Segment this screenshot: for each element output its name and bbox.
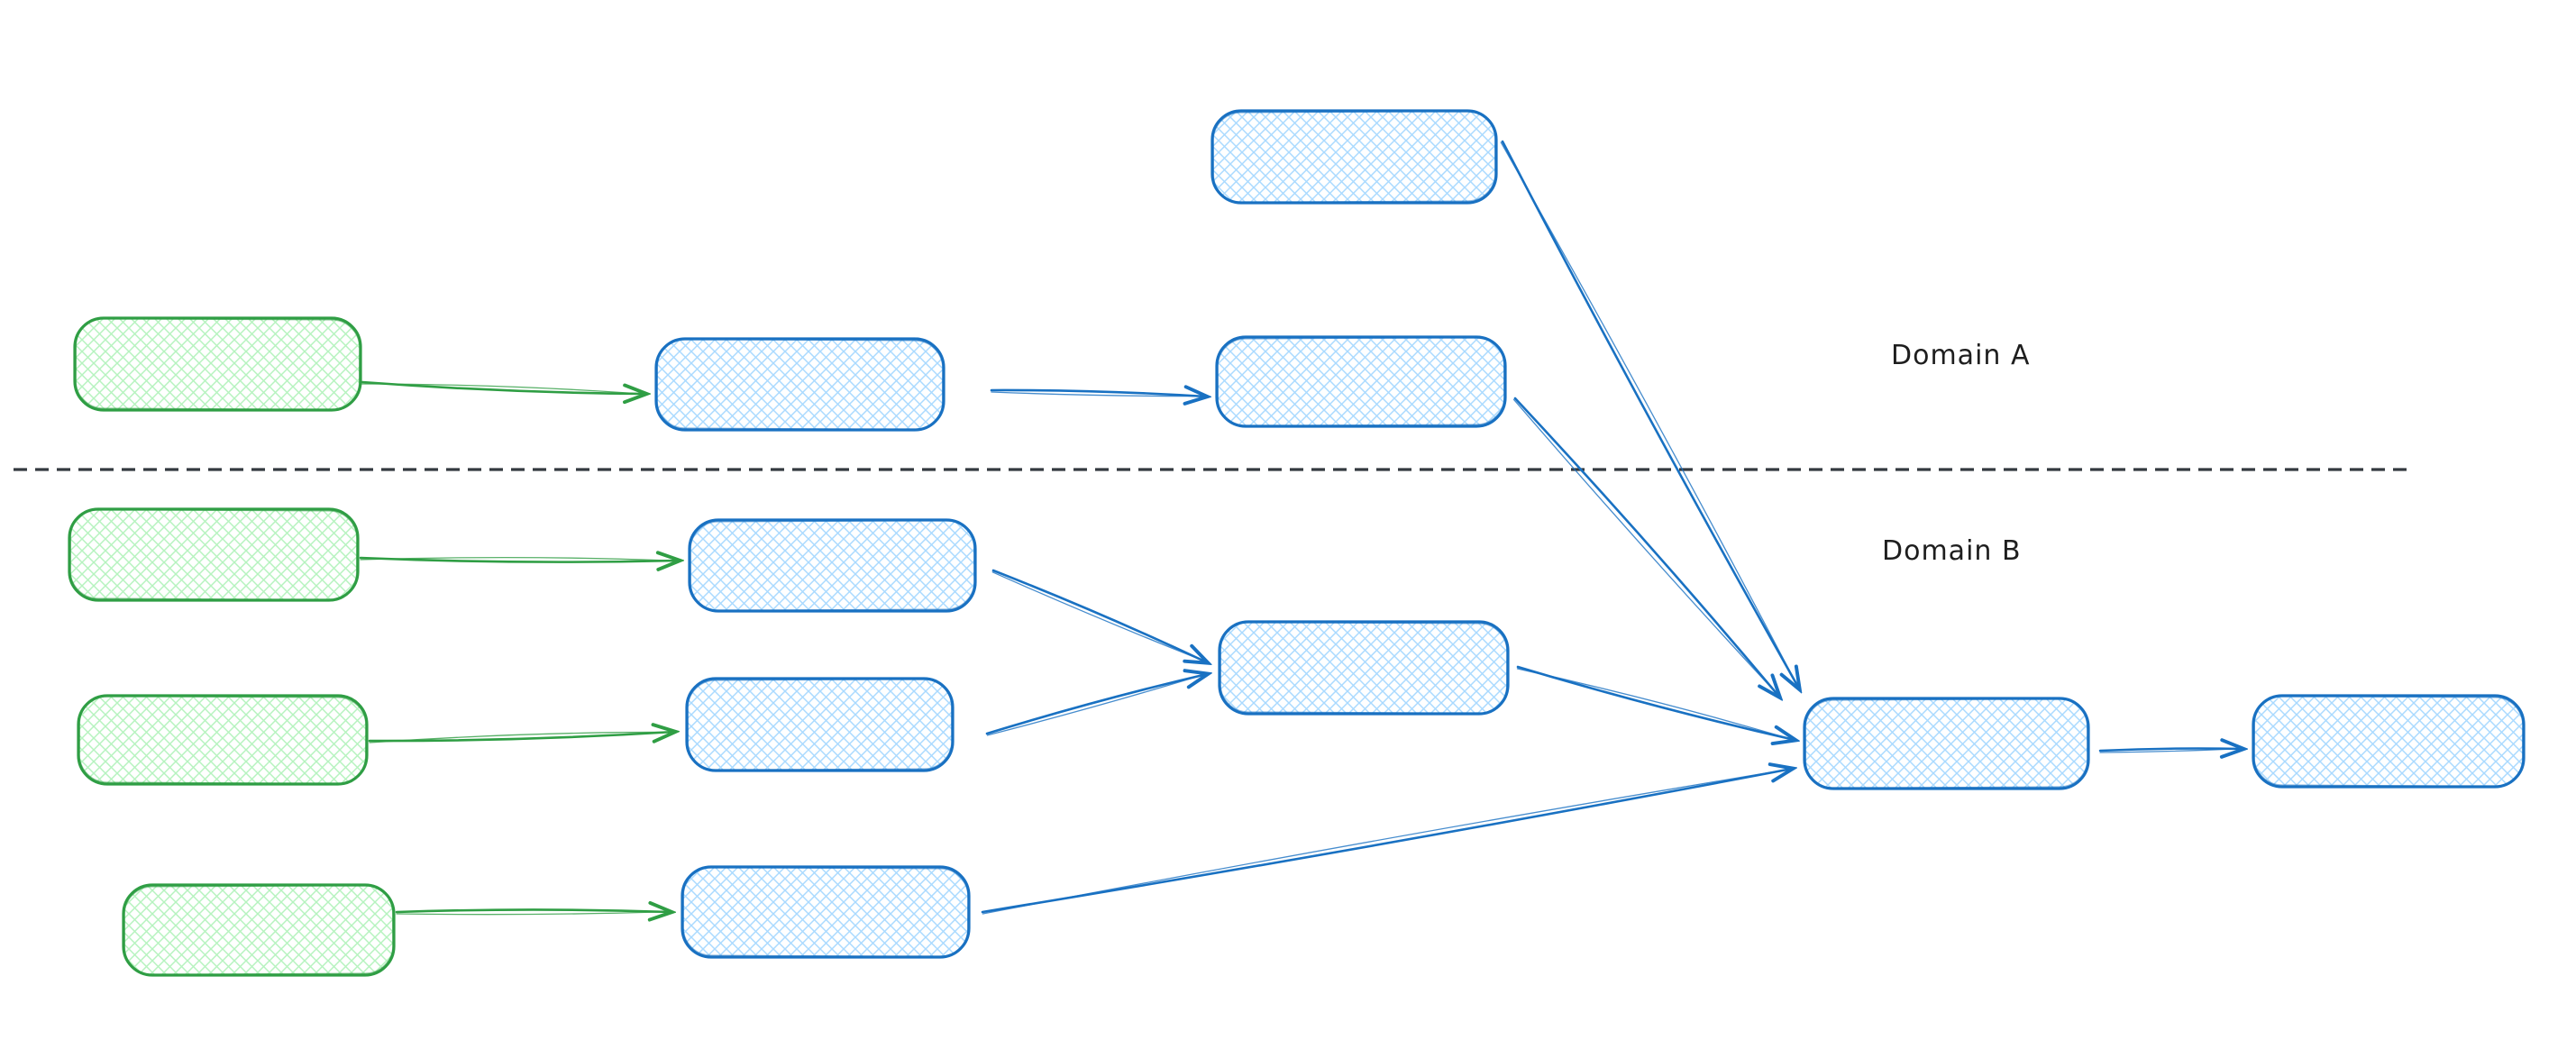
- green-node-domain-b-source1: [68, 507, 360, 602]
- blue-node-domain-a-step2: [1215, 335, 1507, 428]
- green-node-domain-b-source2: [77, 694, 369, 786]
- domain-b-label: Domain B: [1882, 535, 2022, 567]
- blue-node-top-floating: [1210, 109, 1498, 205]
- blue-node-domain-a-step1: [654, 337, 945, 432]
- diagram-edges: [359, 140, 2243, 915]
- blue-node-domain-b-step1: [688, 518, 977, 613]
- blue-node-domain-b-step3: [681, 865, 971, 959]
- green-node-domain-b-source3: [122, 883, 396, 977]
- blue-node-domain-b-merge: [1218, 620, 1510, 716]
- edge-green-b3-to-blue-b3: [395, 909, 671, 914]
- edge-blue-b2-to-blue-converge: [985, 674, 1207, 736]
- edge-blue-converge-to-blue-sink: [1516, 665, 1795, 740]
- edge-blue-a2-to-blue-sink: [1512, 397, 1779, 697]
- edge-blue-b1-to-blue-converge: [991, 569, 1207, 662]
- blue-node-domain-b-step2: [685, 677, 955, 772]
- edge-green-b2-to-blue-b2: [368, 732, 674, 743]
- edge-blue-sink-to-blue-final: [2098, 748, 2243, 753]
- edge-blue-a1-to-blue-a2: [990, 390, 1206, 397]
- edge-green-source-a-to-blue-a1: [361, 380, 645, 394]
- blue-node-final: [2252, 694, 2526, 789]
- edge-green-b1-to-blue-b1: [359, 558, 679, 562]
- green-node-domain-a-source: [73, 316, 362, 412]
- diagram-nodes: [68, 109, 2526, 977]
- edge-blue-top-to-blue-sink: [1500, 140, 1799, 689]
- edge-blue-b3-to-blue-sink: [981, 769, 1792, 915]
- domain-a-label: Domain A: [1891, 340, 2030, 371]
- blue-node-main-sink: [1803, 697, 2090, 790]
